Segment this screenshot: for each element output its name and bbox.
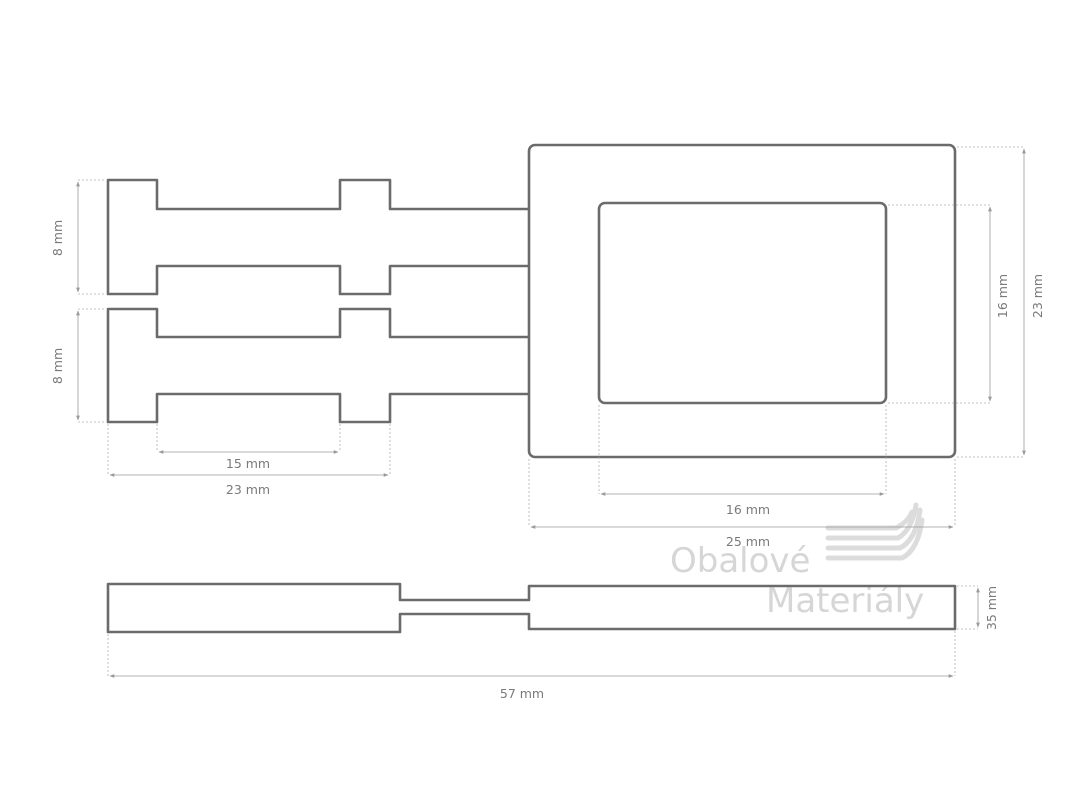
window-outline [597, 201, 888, 405]
dim-total-length: 57 mm [107, 631, 956, 701]
dim-key-height-lower: 8 mm [50, 308, 106, 423]
watermark-logo: Obalové Materiály [670, 502, 925, 621]
side-view-outline [106, 582, 957, 634]
logo-line2: Materiály [766, 581, 924, 621]
label-side-thickness: 35 mm [984, 586, 999, 630]
label-frame-width: 25 mm [726, 534, 770, 549]
dim-window-height: 16 mm [888, 204, 1010, 404]
dim-key-height-upper: 8 mm [50, 179, 106, 295]
label-frame-height: 23 mm [1030, 274, 1045, 318]
dim-key-total-width: 23 mm [107, 424, 391, 497]
logo-line1: Obalové [670, 541, 810, 581]
dim-frame-height: 23 mm [957, 146, 1045, 458]
dim-frame-width: 25 mm [528, 459, 956, 549]
label-key-height-upper: 8 mm [50, 220, 65, 256]
dim-key-inner-width: 15 mm [156, 424, 341, 471]
frame-outline [527, 143, 957, 459]
label-window-height: 16 mm [995, 274, 1010, 318]
label-key-total-width: 23 mm [226, 482, 270, 497]
label-total-length: 57 mm [500, 686, 544, 701]
logo-stripes-icon [825, 502, 925, 561]
upper-key-outline [106, 178, 529, 296]
lower-key-outline [106, 307, 529, 424]
dim-window-width: 16 mm [598, 405, 887, 517]
label-key-inner-width: 15 mm [226, 456, 270, 471]
label-window-width: 16 mm [726, 502, 770, 517]
label-key-height-lower: 8 mm [50, 348, 65, 384]
dim-side-thickness: 35 mm [957, 585, 999, 630]
